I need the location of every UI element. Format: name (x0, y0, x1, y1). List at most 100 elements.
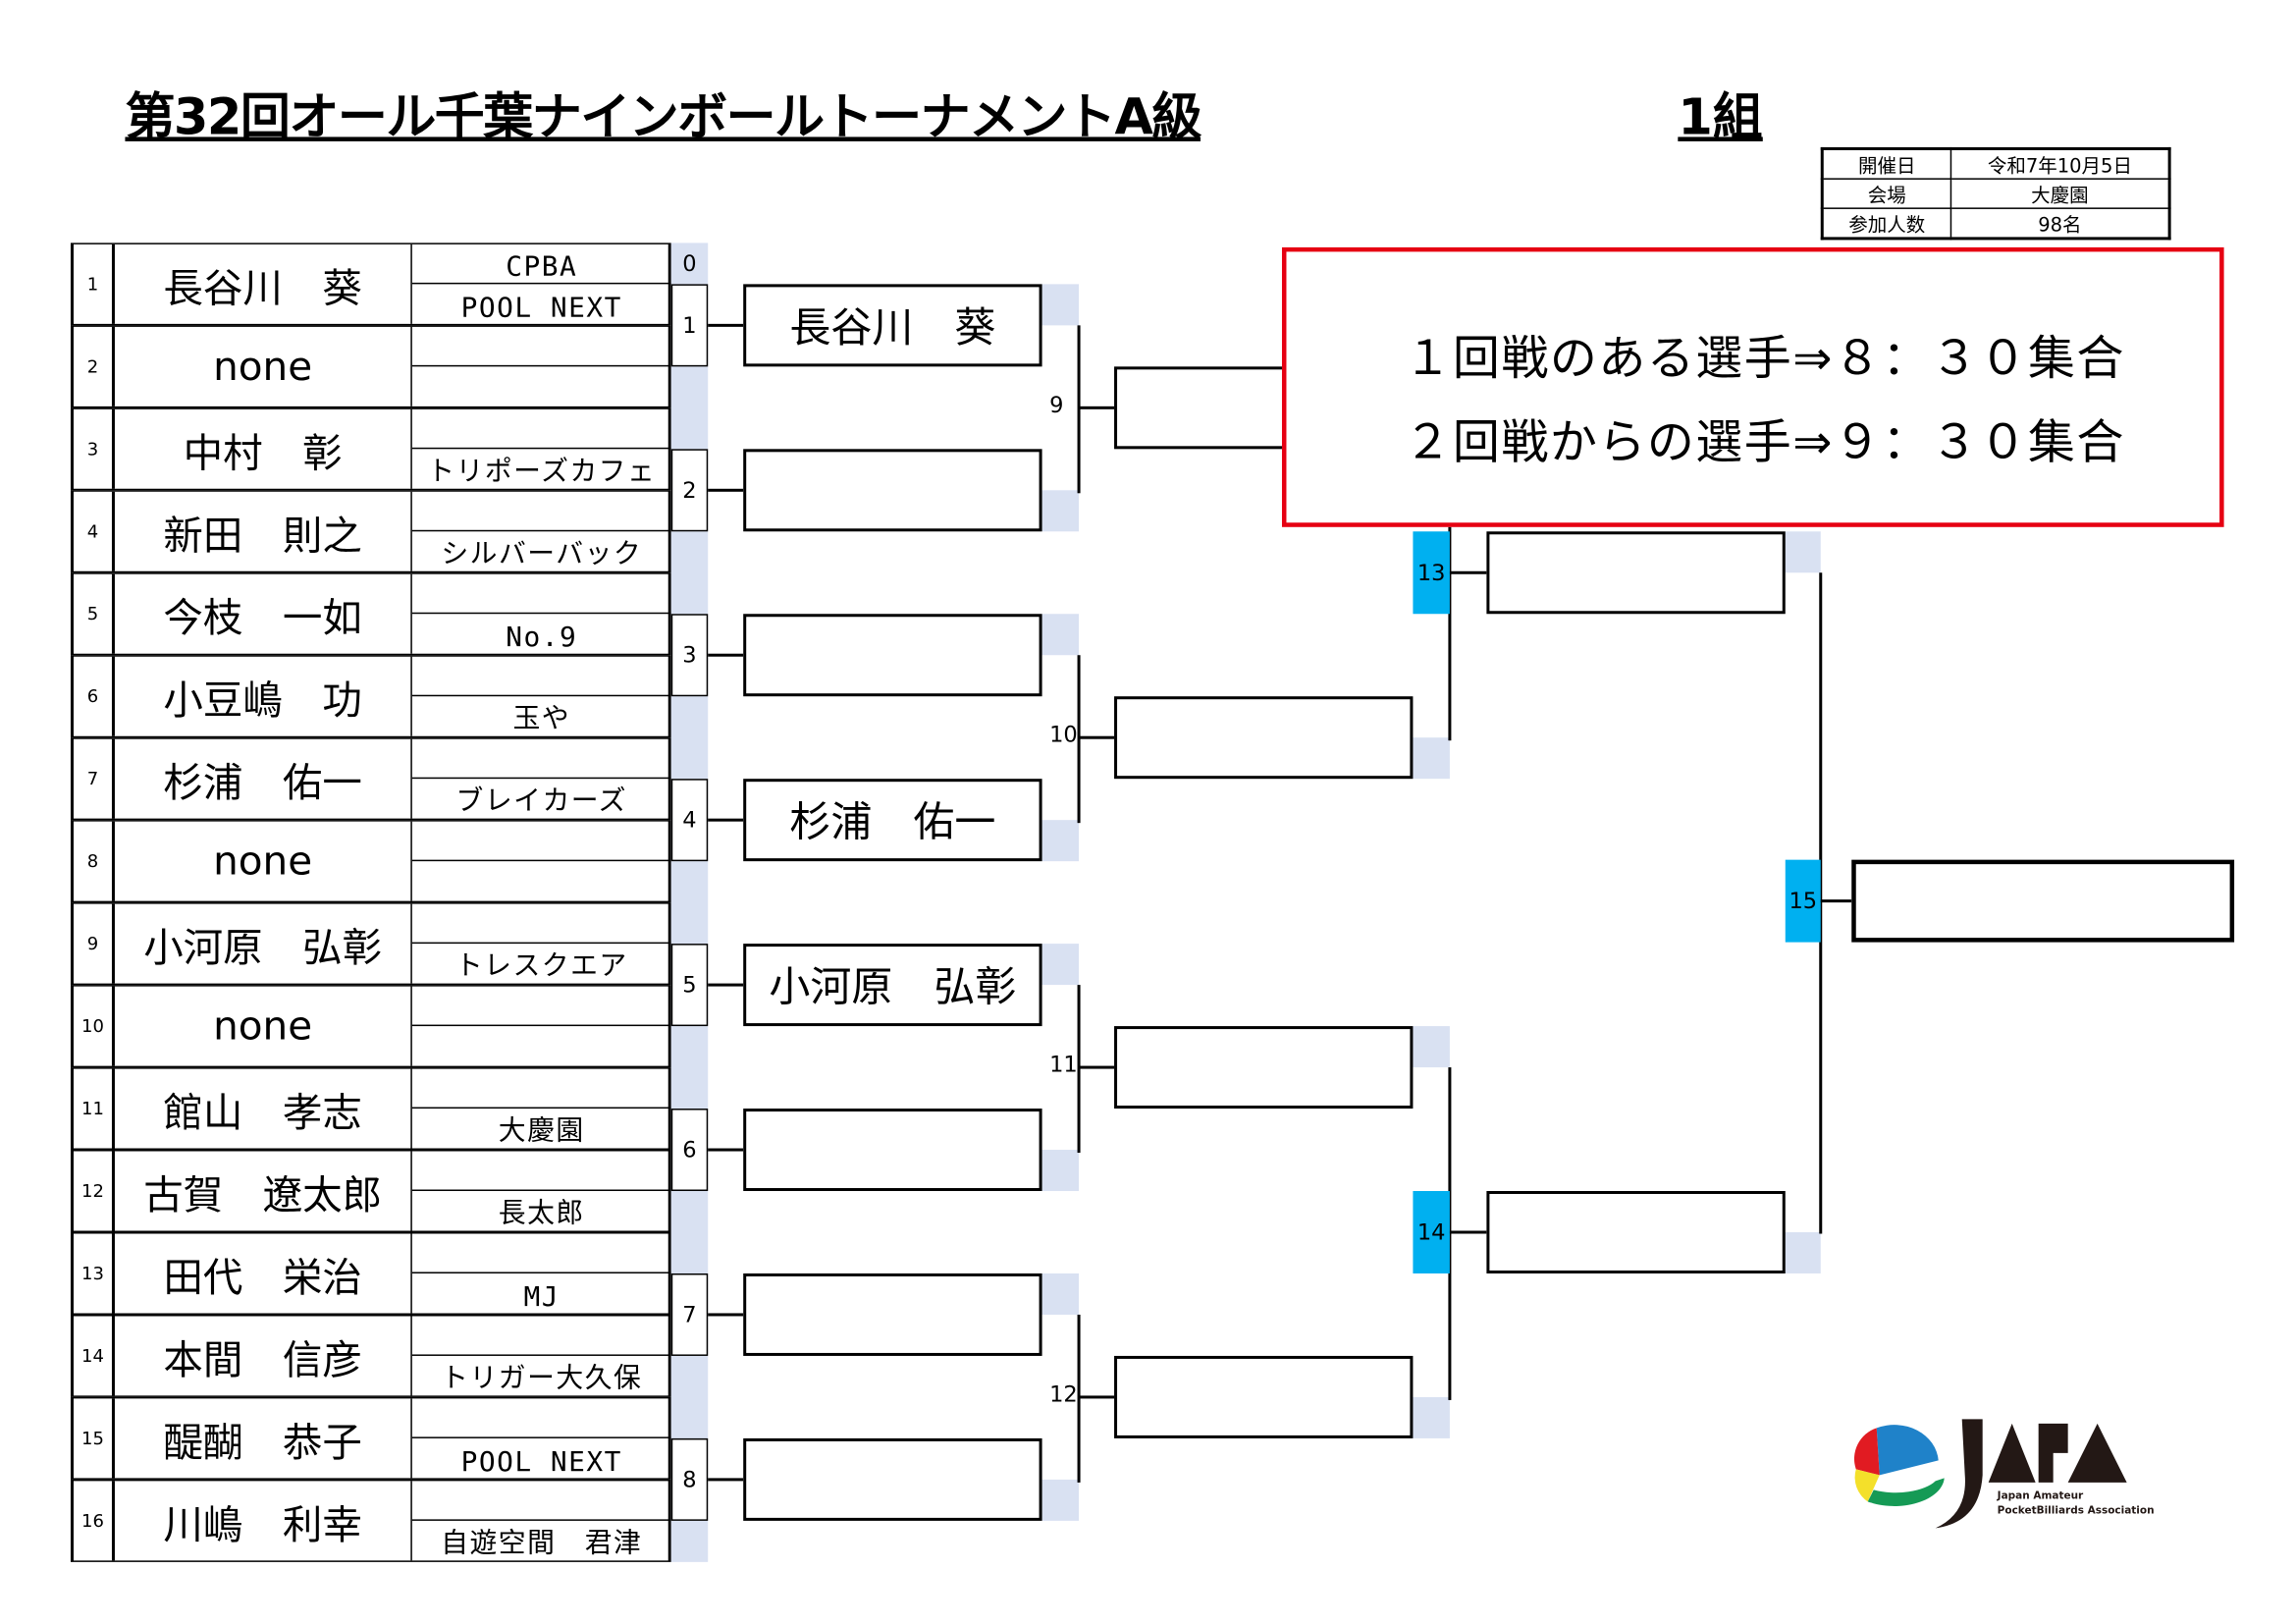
club-top (411, 739, 671, 780)
club-top (411, 987, 671, 1027)
club-top (411, 327, 671, 367)
club-bottom: MJ (523, 1281, 561, 1314)
player-name: 古賀 遼太郎 (115, 1151, 412, 1231)
info-label: 開催日 (1821, 147, 1952, 180)
connector-line (1079, 406, 1115, 409)
club-bottom: トリガー大久保 (441, 1363, 643, 1394)
seed-number: 11 (74, 1068, 115, 1149)
connector-line (708, 653, 744, 657)
seed-number: 1 (74, 244, 115, 324)
seed-number: 12 (74, 1151, 115, 1231)
score-cell (1785, 531, 1821, 573)
round1-winner-box: 杉浦 佑一 (743, 779, 1042, 862)
club-top (411, 1316, 671, 1356)
match-number: 7 (670, 1272, 709, 1356)
seed-number: 4 (74, 491, 115, 571)
bracket-line (1077, 655, 1081, 824)
club-bottom (412, 861, 671, 900)
player-name: 田代 栄治 (115, 1233, 412, 1314)
club-top (411, 657, 671, 697)
bracket-line (1077, 325, 1081, 494)
match-label: 12 (1049, 1380, 1078, 1408)
match-number: 4 (670, 779, 709, 862)
connector-line (1449, 570, 1487, 574)
player-name: none (115, 326, 412, 406)
seed-number: 8 (74, 821, 115, 901)
round1-winner-box: 小河原 弘彰 (743, 944, 1042, 1027)
connector-line (708, 1148, 744, 1152)
player-name: 杉浦 佑一 (115, 738, 412, 819)
match-number: 6 (670, 1109, 709, 1192)
info-value: 大慶園 (1949, 178, 2170, 209)
seed-number: 14 (74, 1316, 115, 1396)
seed-number: 16 (74, 1481, 115, 1561)
club-top (411, 1398, 671, 1438)
round1-winner-box (743, 614, 1042, 697)
club-bottom: トレスクエア (454, 950, 628, 983)
match-column (670, 243, 709, 1562)
connector-line (708, 818, 744, 822)
round1-winner-box (743, 1109, 1042, 1192)
score-cell (1041, 1272, 1080, 1315)
club-bottom: 自遊空間 君津 (441, 1528, 643, 1559)
seed-number: 13 (74, 1233, 115, 1314)
club-bottom: POOL NEXT (460, 1446, 622, 1479)
connector-line (708, 323, 744, 327)
player-name: none (115, 821, 412, 901)
round3-winner-box (1486, 1191, 1786, 1273)
score-cell (1041, 284, 1080, 326)
club-bottom: 玉や (512, 703, 571, 735)
player-name: 今枝 一如 (115, 573, 412, 654)
champion-box (1851, 859, 2235, 943)
match-label: 11 (1049, 1051, 1078, 1078)
round2-winner-box (1114, 1026, 1414, 1110)
player-name: 長谷川 葵 (115, 244, 412, 324)
club-top (411, 1233, 671, 1273)
score-cell (1041, 944, 1080, 986)
bracket-line (1077, 985, 1081, 1154)
match-number: 2 (670, 449, 709, 532)
seed-number: 2 (74, 326, 115, 406)
club-top (411, 1481, 671, 1521)
player-name: 小豆嶋 功 (115, 656, 412, 736)
group-label: 1組 (1678, 87, 1763, 147)
score-cell (1041, 490, 1080, 532)
club-top (411, 492, 671, 532)
logo-sub2: PocketBilliards Association (1998, 1504, 2155, 1516)
club-bottom: 大慶園 (498, 1115, 585, 1148)
notice-line: １回戦のある選手⇒８：３０集合 (1404, 329, 2125, 386)
seed-number: 3 (74, 408, 115, 489)
score-cell (1041, 1479, 1080, 1521)
player-name: 川嶋 利幸 (115, 1481, 412, 1561)
info-label: 参加人数 (1821, 207, 1952, 240)
match-label: 10 (1049, 721, 1078, 748)
score-cell (1413, 1026, 1450, 1068)
assembly-notice: １回戦のある選手⇒８：３０集合 ２回戦からの選手⇒９：３０集合 (1281, 246, 2224, 527)
page-title: 第32回オール千葉ナインボールトーナメントA級 (125, 87, 1201, 147)
connector-line (708, 488, 744, 492)
connector-line (708, 983, 744, 987)
seed-number: 10 (74, 986, 115, 1066)
japa-logo: Japan Amateur PocketBilliards Associatio… (1847, 1416, 2186, 1534)
club-bottom: シルバーバック (441, 538, 643, 570)
club-top (411, 1069, 671, 1110)
match-number: 1 (670, 284, 709, 367)
connector-line (1449, 1230, 1487, 1234)
score-cell (1413, 737, 1450, 780)
seed-number: 9 (74, 903, 115, 984)
match-number: 14 (1413, 1191, 1450, 1273)
club-bottom (412, 1026, 671, 1065)
bracket-line (1819, 572, 1823, 1234)
info-value: 令和7年10月5日 (1949, 147, 2170, 180)
seed-number: 15 (74, 1398, 115, 1479)
